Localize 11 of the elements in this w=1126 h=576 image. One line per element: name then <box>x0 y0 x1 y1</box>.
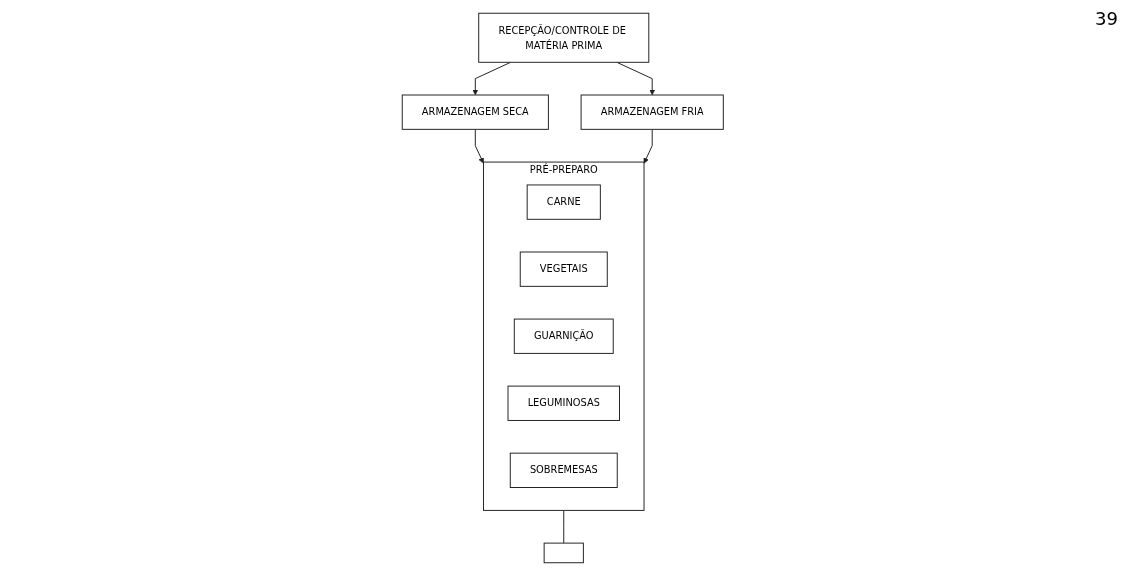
node-box: GUARNIÇÃO <box>514 318 614 354</box>
node-box: LEGUMINOSAS <box>507 385 621 421</box>
node-box: ARMAZENAGEM FRIA <box>580 94 724 130</box>
node-box: VEGETAIS <box>519 251 608 287</box>
node-box: RECEPÇÃO/CONTROLE DE MATÉRIA PRIMA <box>478 12 650 63</box>
page-number: 39 <box>1095 8 1118 29</box>
node-box <box>543 542 585 564</box>
node-box: SOBREMESAS <box>510 452 618 488</box>
node-box: CARNE <box>526 184 602 220</box>
connector <box>563 509 565 544</box>
node-box: ARMAZENAGEM SECA <box>401 94 550 130</box>
